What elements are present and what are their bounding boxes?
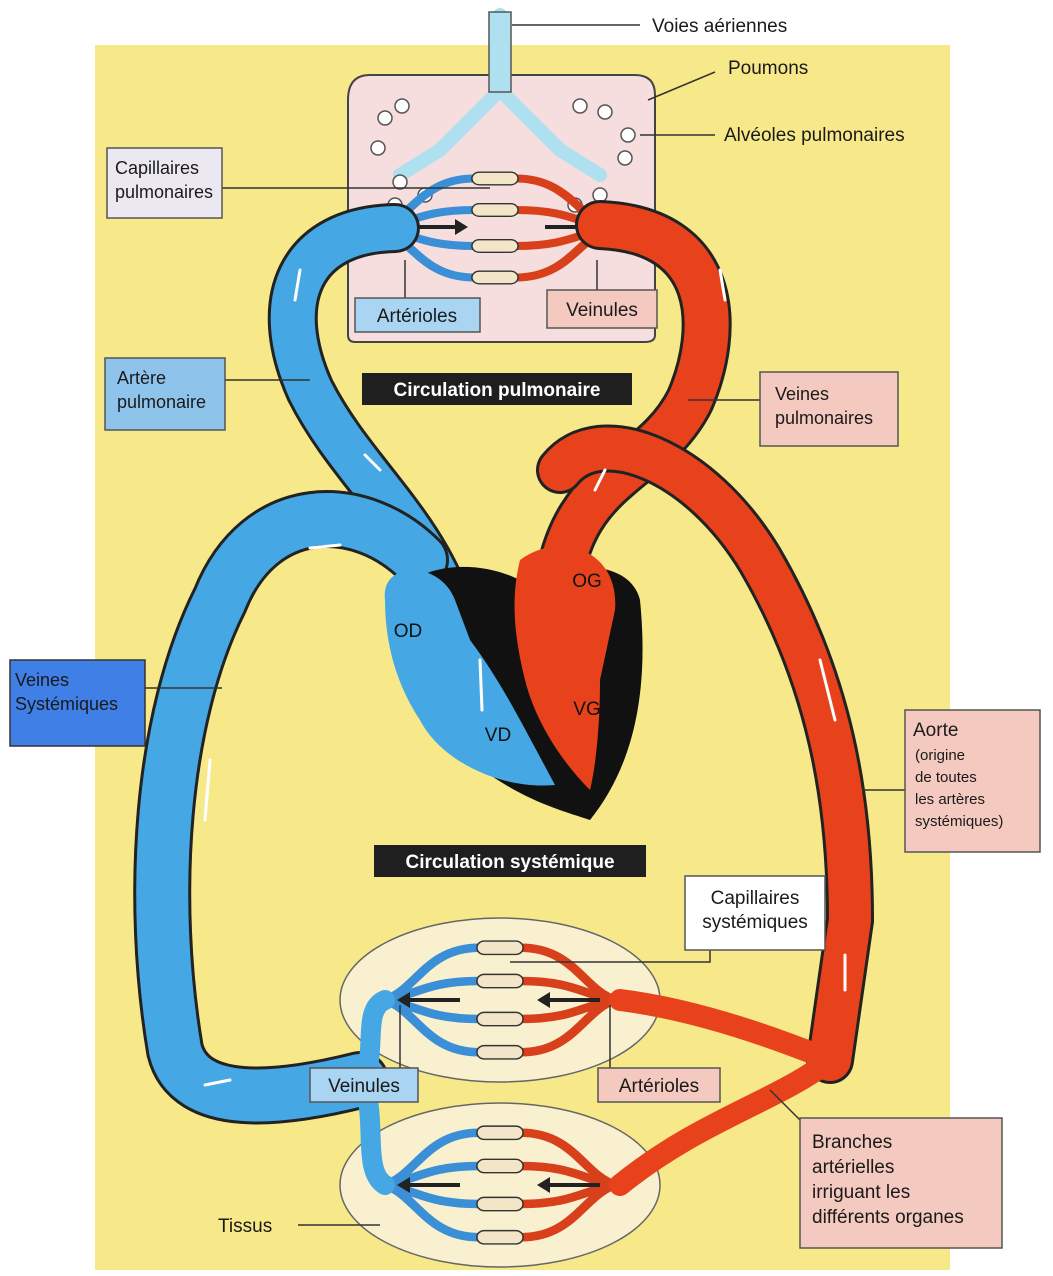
label-aorta-note-2: de toutes (915, 769, 977, 786)
label-og: OG (572, 571, 602, 592)
label-arterial-branches-3: irriguant les (812, 1182, 910, 1203)
label-pulmonary-veins-2: pulmonaires (775, 408, 873, 428)
label-tissues: Tissus (218, 1216, 272, 1237)
label-arterial-branches-1: Branches (812, 1132, 892, 1153)
label-arterial-branches-2: artérielles (812, 1157, 894, 1178)
label-pulmonary-capillaries-2: pulmonaires (115, 182, 213, 202)
label-arterioles-bottom: Artérioles (619, 1076, 699, 1097)
label-venules-bottom: Veinules (328, 1076, 400, 1097)
label-aorta-note-4: systémiques) (915, 813, 1003, 830)
label-alveoli: Alvéoles pulmonaires (724, 125, 905, 146)
label-arterial-branches-4: différents organes (812, 1207, 964, 1228)
label-pulmonary-artery-2: pulmonaire (117, 392, 206, 412)
label-venules-top: Veinules (566, 300, 638, 321)
systemic-circulation-title: Circulation systémique (405, 852, 614, 873)
label-systemic-veins-1: Veines (15, 670, 69, 690)
label-systemic-capillaries-1: Capillaires (711, 888, 800, 909)
label-lungs: Poumons (728, 58, 808, 79)
label-systemic-capillaries-2: systémiques (702, 912, 808, 933)
trachea (489, 12, 511, 92)
label-aorta-note-3: les artères (915, 791, 985, 808)
label-vd: VD (485, 725, 511, 746)
label-arterioles-top: Artérioles (377, 306, 457, 327)
label-vg: VG (573, 699, 600, 720)
label-pulmonary-capillaries-1: Capillaires (115, 158, 199, 178)
label-pulmonary-veins-1: Veines (775, 384, 829, 404)
label-airways: Voies aériennes (652, 16, 787, 37)
label-aorta-title: Aorte (913, 720, 958, 741)
pulmonary-circulation-title: Circulation pulmonaire (394, 380, 601, 401)
label-aorta-note-1: (origine (915, 747, 965, 764)
label-systemic-veins-2: Systémiques (15, 694, 118, 714)
label-od: OD (394, 621, 423, 642)
label-pulmonary-artery-1: Artère (117, 368, 166, 388)
